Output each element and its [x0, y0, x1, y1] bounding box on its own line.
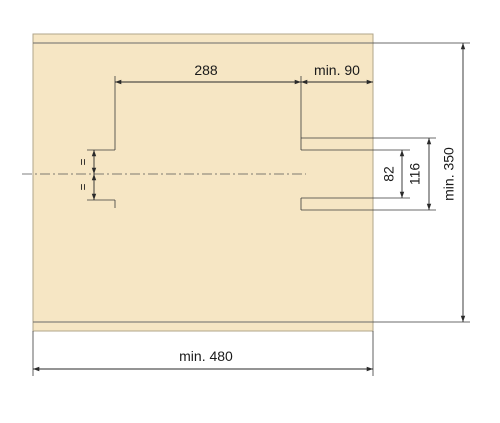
- equal-mark-lower: =: [76, 183, 90, 190]
- label-min-350: min. 350: [441, 147, 457, 201]
- label-min-90: min. 90: [314, 62, 360, 78]
- label-288: 288: [194, 62, 218, 78]
- left-hole-marks: = =: [76, 140, 116, 208]
- right-hole-marks: [300, 137, 436, 211]
- dimension-min-480: min. 480: [32, 331, 374, 376]
- panel-body: [32, 33, 374, 332]
- cabinet-panel: [32, 33, 374, 332]
- equal-mark-upper: =: [76, 158, 90, 165]
- dimension-82: 82: [381, 150, 405, 198]
- dimension-min-90: min. 90: [301, 62, 373, 85]
- dimension-288: 288: [114, 62, 302, 140]
- dimension-116: 116: [407, 138, 432, 210]
- label-min-480: min. 480: [179, 348, 233, 364]
- label-82: 82: [381, 166, 397, 182]
- label-116: 116: [407, 163, 423, 186]
- dimension-min-350: min. 350: [373, 42, 470, 323]
